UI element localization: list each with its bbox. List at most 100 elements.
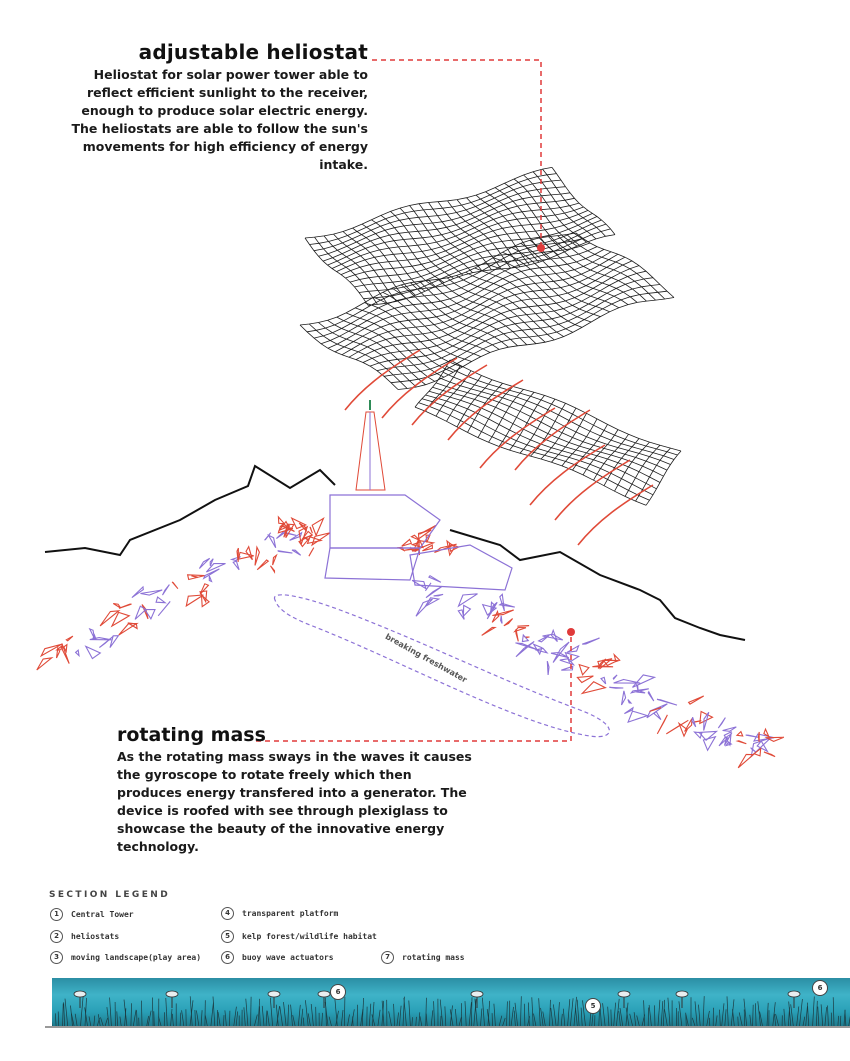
- seagrass-blade: [300, 1008, 304, 1026]
- landscape-facet: [200, 593, 210, 608]
- mesh-line: [382, 291, 481, 357]
- legend-item-label: transparent platform: [242, 908, 339, 918]
- landscape-facet: [613, 678, 641, 684]
- landscape-facet: [687, 695, 704, 705]
- seagrass-blade: [724, 1009, 727, 1026]
- mesh-line: [519, 398, 556, 454]
- landscape-facet: [653, 710, 662, 721]
- landscape-facet: [277, 515, 286, 525]
- landscape-facet: [256, 559, 270, 571]
- seagrass-blade: [706, 1010, 710, 1026]
- landscape-facet: [684, 718, 693, 732]
- mesh-line: [336, 316, 436, 382]
- mesh-line: [465, 271, 564, 337]
- mesh-line: [483, 262, 583, 328]
- seagrass-blade: [100, 1017, 104, 1026]
- seagrass-blade: [487, 1000, 491, 1026]
- landscape-facet: [609, 686, 624, 689]
- seagrass-blade: [415, 1016, 417, 1026]
- mesh-line: [414, 359, 451, 408]
- seagrass-blade: [71, 1013, 75, 1026]
- mesh-line: [304, 237, 369, 306]
- mesh-line: [345, 312, 445, 378]
- landscape-facet: [298, 534, 313, 548]
- legend-number-badge: 3: [50, 950, 63, 964]
- seagrass-blade: [458, 1017, 462, 1026]
- seagrass-blade: [820, 1004, 824, 1026]
- seagrass-blade: [510, 1006, 514, 1026]
- seagrass-blade: [633, 1012, 637, 1026]
- seagrass-blade: [305, 1000, 309, 1026]
- seagrass-blade: [171, 1013, 174, 1026]
- seagrass-blade: [257, 998, 261, 1026]
- seagrass-blade: [589, 1012, 592, 1026]
- landscape-facet: [576, 675, 594, 684]
- landscape-facet: [254, 545, 260, 566]
- seagrass-blade: [418, 1012, 421, 1026]
- landscape-facet: [752, 747, 762, 757]
- sun-ray: [344, 349, 421, 411]
- mesh-line: [593, 434, 629, 481]
- seagrass-blade: [772, 1002, 776, 1026]
- rotating-mass-title: rotating mass: [117, 724, 266, 746]
- landscape-facet: [490, 601, 496, 615]
- landscape-facet: [433, 593, 444, 597]
- landscape-facet: [113, 602, 122, 609]
- seagrass-blade: [824, 1007, 827, 1026]
- seagrass-blade: [540, 1007, 544, 1026]
- landscape-facet: [298, 522, 308, 532]
- legend-number-badge: 6: [221, 950, 234, 964]
- seagrass-blade: [425, 1013, 428, 1026]
- mesh-line: [511, 247, 610, 313]
- seagrass-blade: [250, 996, 252, 1026]
- landscape-facet: [270, 565, 276, 574]
- seagrass-blade: [279, 1006, 283, 1026]
- landscape-facet: [414, 549, 421, 553]
- seagrass-blade: [553, 1004, 557, 1026]
- seagrass-blade: [224, 1010, 227, 1026]
- buoy-icon: [165, 990, 179, 998]
- central-tower: [324, 400, 513, 591]
- landscape-facet: [515, 628, 519, 642]
- seagrass-blade: [667, 997, 671, 1026]
- landscape-facet: [723, 732, 733, 746]
- seagrass-blade: [109, 997, 112, 1026]
- landscape-facet: [291, 549, 302, 556]
- seagrass-blade: [790, 1004, 794, 1026]
- seagrass-blade: [694, 1001, 698, 1026]
- landscape-facet: [517, 625, 530, 627]
- landscape-facet: [666, 719, 689, 735]
- seagrass-blade: [493, 1003, 496, 1026]
- landscape-facet: [448, 542, 460, 553]
- landscape-facet: [425, 585, 443, 599]
- seagrass-blade: [302, 1017, 305, 1026]
- seagrass-blade: [324, 1001, 329, 1026]
- seagrass-blade: [344, 996, 346, 1026]
- legend-item-heliostats: 2 heliostats: [50, 928, 119, 944]
- landscape-facet: [74, 649, 80, 658]
- seagrass-blade: [648, 1004, 652, 1026]
- seagrass-blade: [196, 1010, 200, 1026]
- landscape-facet: [84, 645, 102, 660]
- landscape-facet: [237, 551, 254, 560]
- landscape-facet: [236, 547, 239, 562]
- landscape-facet: [552, 641, 570, 663]
- buoy-icon: [617, 990, 631, 998]
- mesh-line: [399, 207, 464, 276]
- seagrass-blade: [297, 1004, 301, 1026]
- landscape-facet: [535, 647, 549, 654]
- seagrass-blade: [116, 1011, 119, 1026]
- seagrass-blade: [361, 997, 364, 1026]
- seagrass-blade: [265, 1010, 268, 1026]
- seagrass-blade: [170, 1008, 173, 1026]
- seagrass-blade: [335, 1010, 339, 1026]
- seagrass-blade: [132, 1009, 137, 1026]
- seagrass-blade: [275, 1004, 279, 1026]
- landscape-facet: [691, 717, 697, 728]
- section-marker: 6: [812, 980, 828, 996]
- landscape-facet: [277, 550, 293, 554]
- landscape-facet: [677, 721, 688, 738]
- seagrass-blade: [97, 1014, 101, 1026]
- landscape-facet: [697, 730, 719, 741]
